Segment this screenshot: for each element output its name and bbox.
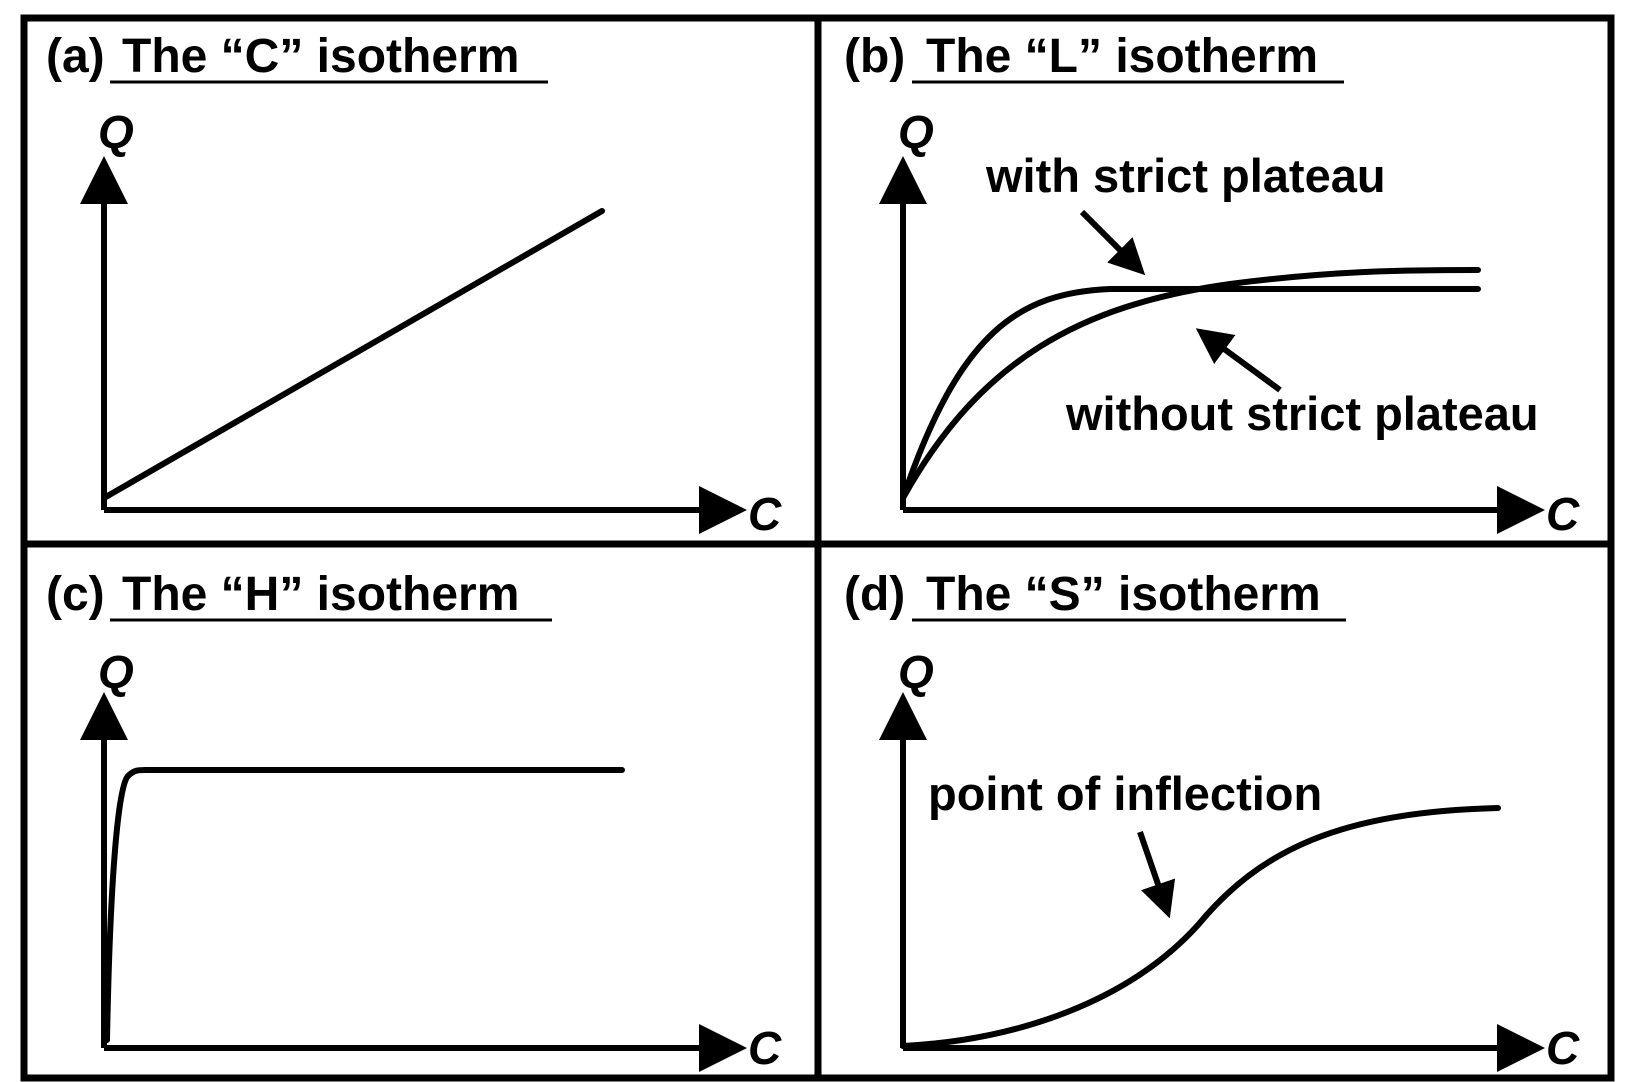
panel-b-annotation-with-plateau: with strict plateau — [985, 149, 1386, 202]
panel-a: (a) The “C” isotherm Q C — [46, 30, 782, 540]
panel-b-curve-with-plateau — [900, 286, 1481, 501]
panel-c-title: The “H” isotherm — [122, 568, 519, 621]
panel-b-x-axis-label: C — [1546, 488, 1580, 540]
panel-b-annotation-without-plateau: without strict plateau — [1065, 387, 1539, 440]
panel-b: (b) The “L” isotherm Q C with strict pla… — [844, 30, 1580, 540]
panel-c: (c) The “H” isotherm Q C — [46, 568, 782, 1074]
panel-a-title: The “C” isotherm — [122, 30, 519, 83]
panel-c-prefix: (c) — [46, 568, 105, 621]
panel-d-prefix: (d) — [844, 568, 905, 621]
panel-a-prefix: (a) — [46, 30, 105, 83]
panel-d-y-axis-label: Q — [898, 646, 934, 698]
panel-d-title: The “S” isotherm — [926, 568, 1321, 621]
panel-a-y-axis-label: Q — [98, 106, 134, 158]
panel-c-x-axis-label: C — [748, 1022, 782, 1074]
panel-c-high-affinity-curve — [104, 767, 625, 1043]
panel-b-with-plateau-arrow — [1079, 209, 1146, 276]
panel-a-linear-curve — [101, 208, 605, 501]
panel-d-x-axis-label: C — [1546, 1022, 1580, 1074]
panel-d-sigmoid-curve — [900, 805, 1501, 1049]
panel-a-x-axis-label: C — [748, 488, 782, 540]
panel-b-curve-without-plateau — [900, 267, 1481, 501]
panel-d-annotation-inflection: point of inflection — [928, 767, 1322, 820]
panel-b-without-plateau-arrow — [1195, 328, 1282, 393]
panel-b-prefix: (b) — [844, 30, 905, 83]
panel-d: (d) The “S” isotherm Q C point of inflec… — [844, 568, 1580, 1074]
panel-c-y-axis-label: Q — [98, 646, 134, 698]
panel-d-inflection-arrow — [1137, 831, 1176, 919]
panel-b-y-axis-label: Q — [898, 106, 934, 158]
panel-b-title: The “L” isotherm — [926, 30, 1318, 83]
